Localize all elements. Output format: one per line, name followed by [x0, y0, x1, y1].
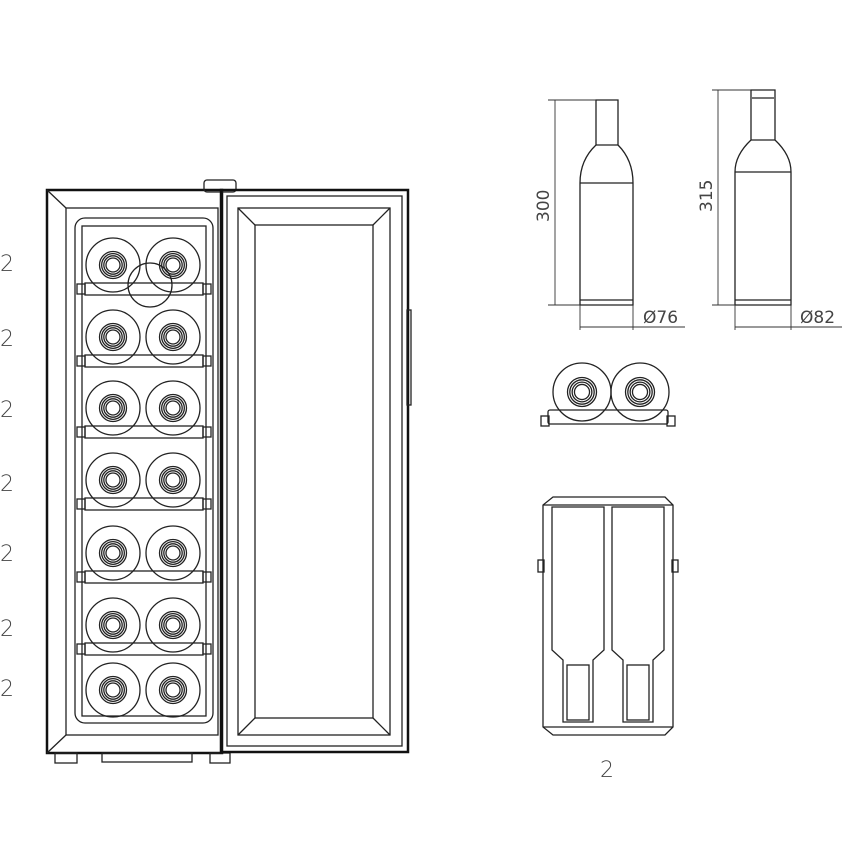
bottle-height-label: 315 — [697, 180, 717, 212]
cabinet-shelf-row — [76, 525, 212, 584]
bottle-large: 315 Ø82 — [697, 89, 842, 330]
bottle-end — [85, 452, 141, 508]
bottle-outline — [611, 506, 665, 723]
foot — [209, 752, 231, 764]
bottle-end — [85, 662, 141, 718]
bottle-diameter-label: Ø82 — [800, 308, 835, 328]
bottle-diameter-label: Ø76 — [643, 308, 678, 328]
shelf-top-view: 2 — [537, 496, 679, 783]
bottle-end — [85, 525, 141, 581]
cabinet-shelf-row — [76, 237, 212, 296]
row-label: 2 — [0, 617, 14, 642]
bottle-outline — [551, 506, 605, 723]
bottom-vent — [101, 752, 193, 763]
bottle-end — [145, 237, 201, 293]
row-label: 2 — [0, 398, 14, 423]
bottle-end — [552, 362, 612, 422]
row-label: 2 — [0, 252, 14, 277]
bottle-end — [145, 662, 201, 718]
foot — [54, 752, 78, 764]
fan-icon — [127, 262, 173, 308]
bottle-end — [85, 597, 141, 653]
cabinet-shelf-row — [76, 309, 212, 368]
row-capacity-labels: 2 2 2 2 2 2 2 — [0, 252, 14, 702]
bottle-end — [145, 452, 201, 508]
cabinet-shelf-row — [76, 380, 212, 439]
bottle-end — [145, 597, 201, 653]
bottle-end — [610, 362, 670, 422]
bottle-end — [145, 380, 201, 436]
cabinet-body — [45, 179, 237, 764]
cabinet-shelf-row — [76, 452, 212, 511]
bottle-end — [85, 309, 141, 365]
bottle-end — [145, 309, 201, 365]
row-label: 2 — [0, 677, 14, 702]
cabinet-shelf-row — [85, 662, 201, 718]
cabinet-shelves — [76, 237, 212, 718]
bottle-standard: 300 Ø76 — [534, 99, 685, 330]
bottle-end — [85, 380, 141, 436]
bottle-height-label: 300 — [534, 190, 554, 222]
open-door — [219, 188, 412, 754]
cabinet-shelf-row — [76, 597, 212, 656]
row-label: 2 — [0, 472, 14, 497]
row-label: 2 — [0, 327, 14, 352]
bottle-end — [85, 237, 141, 293]
top-view-capacity-label: 2 — [600, 758, 614, 783]
shelf-detail — [540, 362, 676, 427]
row-label: 2 — [0, 542, 14, 567]
bottle-end — [145, 525, 201, 581]
door-handle — [406, 309, 412, 406]
